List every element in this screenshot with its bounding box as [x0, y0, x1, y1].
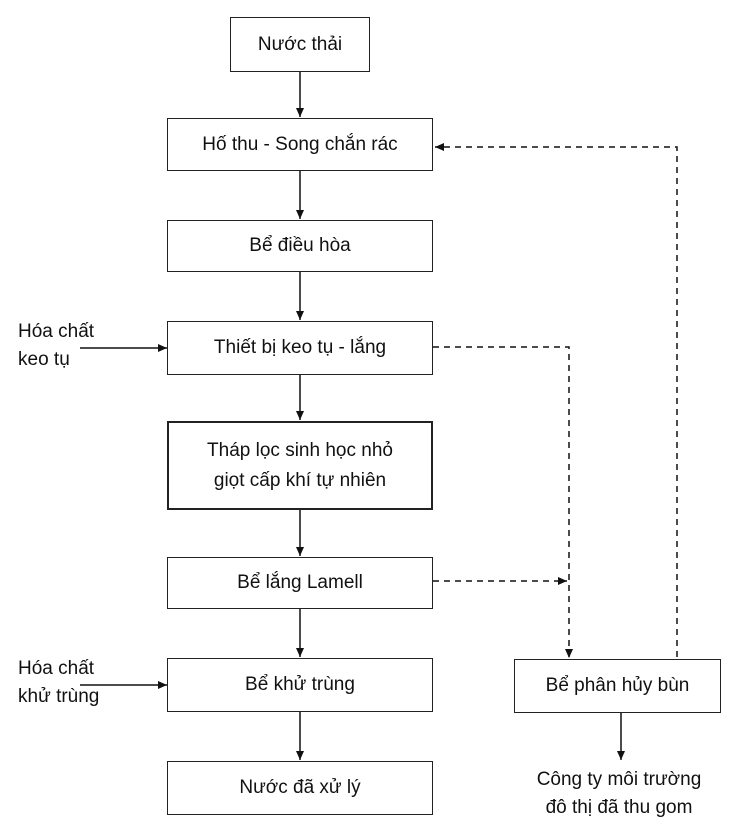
node-screening: Hố thu - Song chắn rác — [167, 118, 433, 171]
node-wastewater-label: Nước thải — [257, 33, 343, 55]
node-disinfection-label: Bể khử trùng — [245, 674, 355, 695]
node-biofilter: Tháp lọc sinh học nhỏ giọt cấp khí tự nh… — [167, 421, 433, 510]
node-screening-label: Hố thu - Song chắn rác — [202, 133, 398, 155]
node-sludge-digester: Bể phân hủy bùn — [514, 659, 721, 713]
node-disinfection: Bể khử trùng — [167, 658, 433, 712]
node-lamella: Bể lắng Lamell — [167, 557, 433, 609]
output-collector-label: Công ty môi trường đô thị đã thu gom — [536, 769, 702, 818]
node-treated-label: Nước đã xử lý — [239, 777, 361, 798]
node-lamella-label: Bể lắng Lamell — [237, 572, 363, 593]
node-coagulation: Thiết bị keo tụ - lắng — [167, 321, 433, 375]
node-sludge-digester-label: Bể phân hủy bùn — [545, 675, 690, 696]
node-equalization: Bể điều hòa — [167, 220, 433, 272]
input-disinfectant-label: Hóa chất khử trùng — [18, 658, 100, 707]
node-coagulation-label: Thiết bị keo tụ - lắng — [213, 337, 387, 358]
dashed-coagulation-sludge — [433, 346, 573, 658]
input-coagulant-label: Hóa chất keo tụ — [18, 321, 95, 370]
node-biofilter-label: Tháp lọc sinh học nhỏ giọt cấp khí tự nh… — [207, 439, 393, 491]
node-equalization-label: Bể điều hòa — [249, 235, 351, 256]
node-treated: Nước đã xử lý — [167, 761, 433, 815]
node-wastewater: Nước thải — [230, 17, 370, 72]
dashed-return-to-screening — [435, 143, 678, 657]
